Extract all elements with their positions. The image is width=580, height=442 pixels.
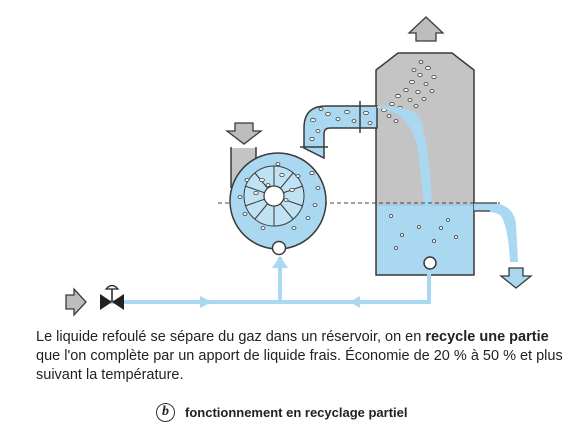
caption-part-2: que l'on complète par un apport de liqui… bbox=[36, 348, 563, 383]
liquid-outlet-arrow-icon bbox=[499, 267, 533, 289]
valve-icon bbox=[100, 284, 124, 310]
gas-outlet-arrow-icon bbox=[407, 16, 445, 42]
figure-letter-badge: b bbox=[156, 402, 175, 422]
pump-inlet-circle bbox=[271, 240, 287, 256]
tank-liquid-stream bbox=[377, 106, 432, 205]
pump-rotor bbox=[243, 165, 305, 227]
overflow-pipe bbox=[474, 202, 518, 262]
liquid-inlet-arrow-icon bbox=[65, 287, 87, 317]
caption-text: Le liquide refoulé se sépare du gaz dans… bbox=[36, 328, 566, 385]
liquid-ring-pump-recycling-diagram bbox=[65, 16, 533, 317]
recycle-left-arrow-icon bbox=[350, 296, 360, 308]
tank-liquid-bubbles bbox=[389, 214, 458, 250]
gas-inlet-arrow-icon bbox=[225, 122, 263, 145]
figure-label: b fonctionnement en recyclage partiel bbox=[156, 401, 408, 423]
recycle-up-arrow-icon bbox=[272, 256, 288, 268]
discharge-pipe bbox=[300, 101, 378, 160]
fresh-liquid-right-arrow-icon bbox=[200, 296, 212, 308]
caption-part-1: Le liquide refoulé se sépare du gaz dans… bbox=[36, 329, 426, 345]
liquid-ring-pump bbox=[229, 152, 327, 256]
tank-outlet-circle bbox=[423, 256, 437, 270]
caption-bold-recycle: recycle une partie bbox=[425, 329, 549, 345]
recycle-line bbox=[110, 256, 431, 308]
figure-title: fonctionnement en recyclage partiel bbox=[185, 404, 408, 420]
